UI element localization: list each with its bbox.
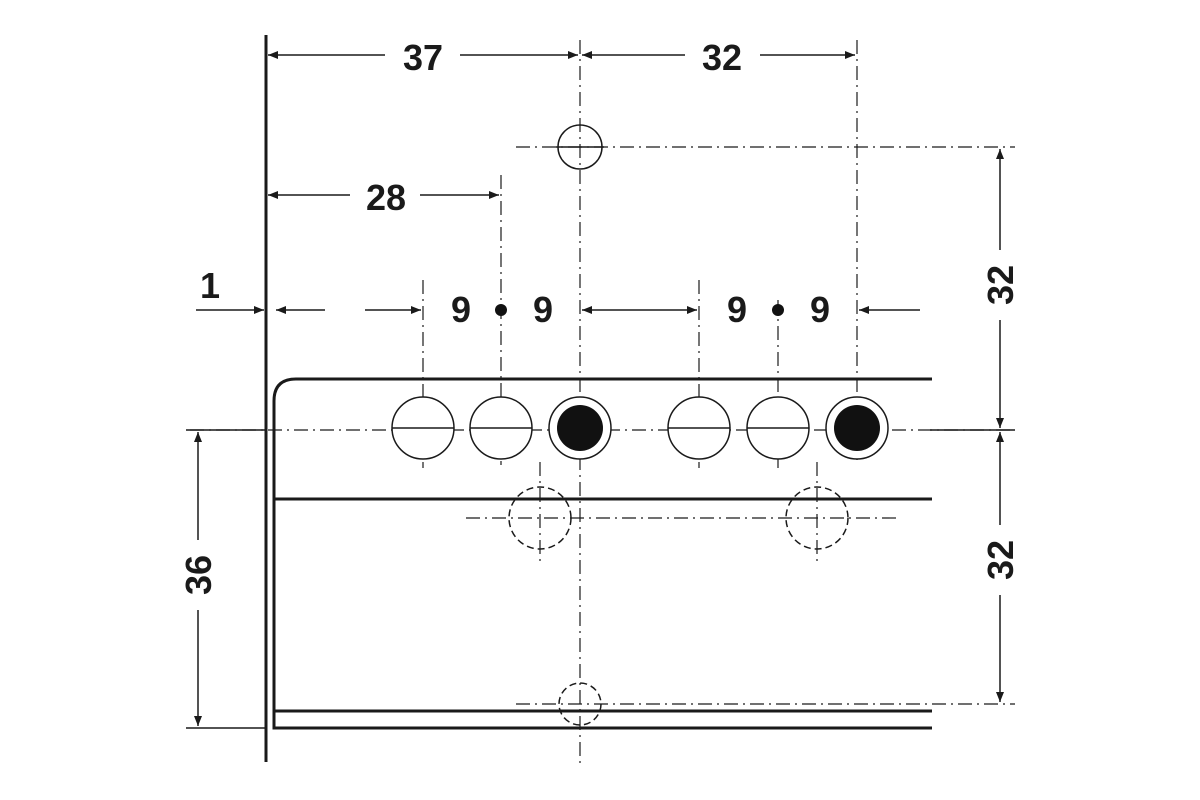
dim-9a-center-dot <box>495 304 507 316</box>
hole-6-filled <box>834 405 880 451</box>
dim-32-top-label: 32 <box>702 37 742 78</box>
hidden-hole-bottom <box>558 682 602 726</box>
hidden-hole-1 <box>508 486 572 550</box>
dim-9b-center-dot <box>772 304 784 316</box>
dim-9a-left-label: 9 <box>451 289 471 330</box>
dim-9a-right-label: 9 <box>533 289 553 330</box>
dim-1-label: 1 <box>200 265 220 306</box>
dim-37-label: 37 <box>403 37 443 78</box>
dim-28-label: 28 <box>366 177 406 218</box>
hidden-hole-2 <box>785 486 849 550</box>
hole-3-filled <box>557 405 603 451</box>
dim-36-label: 36 <box>178 555 219 595</box>
dim-9b-left-label: 9 <box>727 289 747 330</box>
dim-32-right-lower-label: 32 <box>980 540 1021 580</box>
rail-outline <box>272 377 932 730</box>
dim-9b-right-label: 9 <box>810 289 830 330</box>
dim-32-right-upper-label: 32 <box>980 265 1021 305</box>
